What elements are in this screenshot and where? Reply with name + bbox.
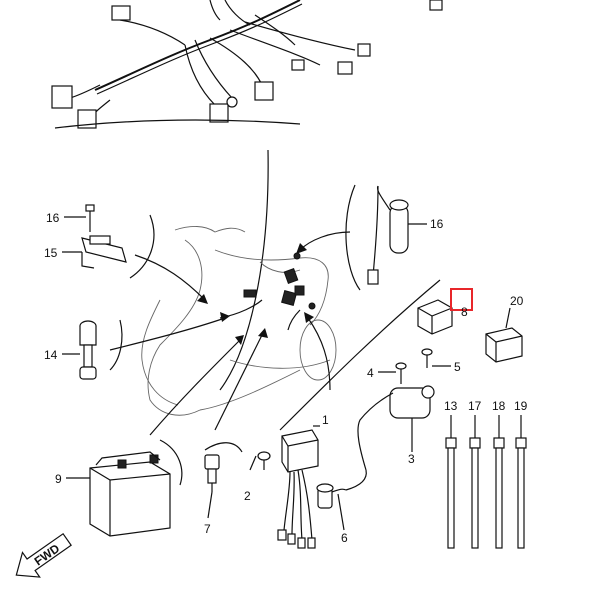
callout-19: 19 bbox=[514, 399, 528, 413]
callout-6: 6 bbox=[341, 531, 348, 545]
part-3-coil bbox=[345, 385, 435, 491]
divider-curve-9 bbox=[159, 439, 183, 486]
part-6-plug-cap bbox=[316, 483, 347, 509]
leader-lines bbox=[62, 216, 511, 531]
part-7-sensor bbox=[204, 454, 220, 492]
callout-7: 7 bbox=[204, 522, 211, 536]
callout-5: 5 bbox=[454, 360, 461, 374]
scooter-outline bbox=[141, 226, 337, 416]
part-9-battery bbox=[89, 451, 171, 537]
divider-curve-7 bbox=[204, 442, 243, 453]
part-16-grip bbox=[367, 185, 409, 285]
part-17-tie bbox=[469, 415, 481, 549]
callout-17: 17 bbox=[468, 399, 482, 413]
divider-curve-top bbox=[54, 119, 301, 129]
highlight-box bbox=[450, 288, 473, 311]
callout-12: 15 bbox=[44, 246, 58, 260]
divider-curve-center bbox=[219, 149, 269, 391]
part-12-bracket bbox=[81, 235, 127, 269]
forward-arrow: FWD bbox=[15, 532, 72, 578]
callout-18: 18 bbox=[492, 399, 506, 413]
part-5-screw bbox=[421, 348, 433, 368]
callout-1: 1 bbox=[322, 413, 329, 427]
callout-14: 13 bbox=[444, 399, 458, 413]
part-13-bolt bbox=[85, 204, 95, 232]
callout-3: 3 bbox=[408, 452, 415, 466]
callout-8: 8 bbox=[461, 305, 468, 319]
callout-13: 16 bbox=[46, 211, 60, 225]
part-2-sensor bbox=[257, 451, 271, 470]
callout-9: 9 bbox=[55, 472, 62, 486]
divider-curve-diag bbox=[279, 279, 441, 431]
divider-curve-12 bbox=[129, 214, 155, 279]
pointer-arrows bbox=[109, 231, 351, 436]
callout-16: 16 bbox=[430, 217, 444, 231]
part-4-screw bbox=[395, 362, 407, 384]
part-19-tie bbox=[515, 415, 527, 549]
part-1-cdi bbox=[277, 429, 319, 549]
part-20-box bbox=[485, 327, 523, 363]
divider-curve-15 bbox=[109, 319, 123, 371]
part-15-damper bbox=[79, 320, 97, 380]
callout-20: 20 bbox=[510, 294, 524, 308]
part-14-tie bbox=[445, 415, 457, 549]
part-8-relay bbox=[417, 299, 453, 335]
callout-2: 2 bbox=[244, 489, 251, 503]
callout-labels: 16 15 14 16 9 4 5 3 1 2 7 6 8 20 13 17 1… bbox=[44, 211, 528, 545]
divider-curve-right bbox=[345, 184, 361, 291]
cable-ties bbox=[445, 415, 527, 549]
callout-15: 14 bbox=[44, 348, 58, 362]
part-18-tie bbox=[493, 415, 505, 549]
callout-4: 4 bbox=[367, 366, 374, 380]
center-components bbox=[243, 252, 316, 331]
wire-harness bbox=[51, 0, 443, 129]
